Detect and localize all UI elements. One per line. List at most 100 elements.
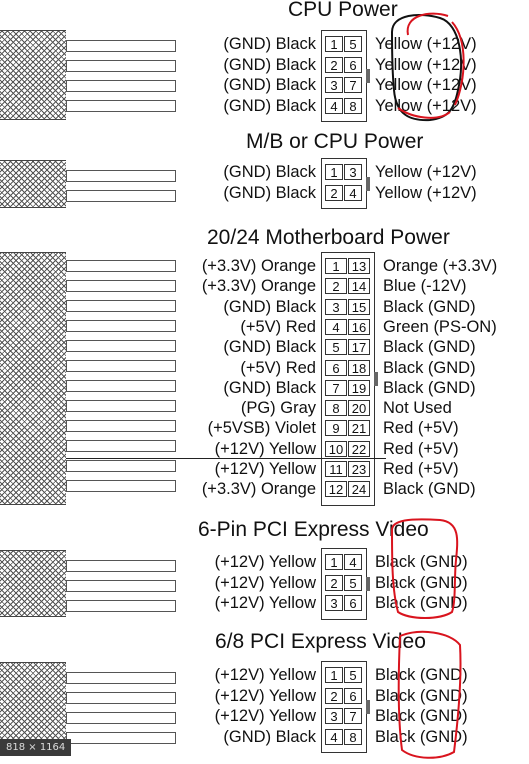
pin-left-label: (+5VSB) Violet	[207, 419, 316, 438]
pin-number: 3	[325, 595, 343, 611]
pin-right-label: Red (+5V)	[383, 419, 459, 438]
pin-left-label: (+12V) Yellow	[214, 553, 316, 571]
pin-number: 4	[325, 318, 347, 335]
image-size-badge: 818 × 1164	[0, 739, 72, 756]
wire-lead	[66, 80, 176, 92]
pin-left-label: (+12V) Yellow	[214, 666, 316, 684]
pin-number: 4	[344, 554, 362, 570]
pin-right-label: Yellow (+12V)	[375, 55, 477, 74]
pin-left-label: (+12V) Yellow	[214, 707, 316, 725]
wire-lead	[66, 460, 176, 472]
pin-number: 1	[325, 36, 343, 52]
pin-left-label: (+12V) Yellow	[214, 460, 316, 478]
pin-number: 2	[325, 687, 343, 704]
wire-lead	[66, 100, 176, 112]
pin-number: 3	[325, 708, 343, 724]
pin-number: 1	[325, 164, 343, 180]
pin-number: 17	[348, 339, 370, 356]
pin-right-label: Red (+5V)	[383, 439, 459, 458]
pin-number: 12	[325, 481, 347, 498]
pin-number: 7	[344, 708, 362, 724]
pin-number: 3	[325, 298, 347, 315]
pin-number: 23	[348, 461, 370, 477]
pin-left-label: (+12V) Yellow	[214, 686, 316, 705]
pin-left-label: (GND) Black	[223, 338, 316, 357]
pin-number: 15	[348, 298, 370, 315]
pin-left-label: (GND) Black	[223, 183, 316, 202]
pin-number: 21	[348, 420, 370, 437]
pin-number: 2	[325, 278, 347, 295]
pin-right-label: Black (GND)	[375, 727, 468, 746]
wire-lead	[66, 170, 176, 182]
pin-number: 9	[325, 420, 347, 437]
pin-left-label: (+12V) Yellow	[214, 573, 316, 592]
pin-number: 8	[344, 728, 362, 745]
wire-lead	[66, 712, 176, 724]
pin-left-label: (GND) Black	[223, 727, 316, 746]
row-divider	[66, 458, 386, 459]
pin-left-label: (+12V) Yellow	[214, 594, 316, 612]
wire-lead	[66, 480, 176, 492]
pin-number: 5	[344, 36, 362, 52]
pin-right-label: Not Used	[383, 399, 452, 418]
pin-number: 6	[344, 595, 362, 611]
section-title: M/B or CPU Power	[246, 130, 424, 153]
pin-number: 20	[348, 400, 370, 417]
pin-right-label: Yellow (+12V)	[375, 183, 477, 202]
pin-left-label: (GND) Black	[223, 297, 316, 316]
wire-lead	[66, 580, 176, 592]
pin-number: 5	[325, 339, 347, 356]
pin-right-label: Black (GND)	[375, 594, 468, 612]
pin-number: 22	[348, 440, 370, 457]
wire-lead	[66, 380, 176, 392]
pin-right-label: Red (+5V)	[383, 460, 459, 478]
circle-annotation-cpu	[391, 13, 462, 122]
pin-number: 14	[348, 278, 370, 295]
wire-lead	[66, 300, 176, 312]
wire-lead	[66, 672, 176, 684]
wire-lead	[66, 340, 176, 352]
pin-left-label: (GND) Black	[223, 35, 316, 53]
pin-number: 6	[344, 56, 362, 73]
pin-number: 10	[325, 440, 347, 457]
wire-lead	[66, 600, 176, 612]
pin-number: 4	[325, 97, 343, 114]
wire-lead	[66, 360, 176, 372]
pin-right-label: Black (GND)	[383, 480, 476, 499]
pin-number: 6	[325, 359, 347, 376]
connector-latch	[374, 371, 378, 386]
braided-cable	[0, 30, 66, 120]
pin-right-label: Green (PS-ON)	[383, 317, 497, 336]
wire-lead	[66, 420, 176, 432]
pin-right-label: Blue (-12V)	[383, 277, 467, 296]
pin-number: 4	[325, 728, 343, 745]
braided-cable	[0, 662, 66, 748]
pin-left-label: (+3.3V) Orange	[201, 480, 316, 499]
pin-number: 13	[348, 258, 370, 274]
connector-latch	[366, 176, 370, 191]
pin-left-label: (+12V) Yellow	[214, 439, 316, 458]
wire-lead	[66, 280, 176, 292]
pin-number: 18	[348, 359, 370, 376]
wire-lead	[66, 190, 176, 202]
pin-right-label: Orange (+3.3V)	[383, 257, 498, 275]
pin-right-label: Yellow (+12V)	[375, 163, 477, 181]
pin-number: 19	[348, 379, 370, 396]
pin-number: 5	[344, 667, 362, 683]
wire-lead	[66, 260, 176, 272]
pin-number: 6	[344, 687, 362, 704]
pin-left-label: (GND) Black	[223, 96, 316, 115]
wire-lead	[66, 320, 176, 332]
pin-left-label: (+5V) Red	[240, 358, 316, 377]
pin-number: 8	[325, 400, 347, 417]
pin-number: 3	[325, 77, 343, 93]
circle-annotation-cpu-red	[397, 12, 465, 119]
pin-right-label: Black (GND)	[375, 553, 468, 571]
connector-latch	[366, 69, 370, 83]
pin-right-label: Yellow (+12V)	[375, 76, 477, 94]
pin-right-label: Black (GND)	[383, 358, 476, 377]
pin-left-label: (PG) Gray	[240, 399, 316, 418]
wire-lead	[66, 692, 176, 704]
pin-number: 1	[325, 258, 347, 274]
